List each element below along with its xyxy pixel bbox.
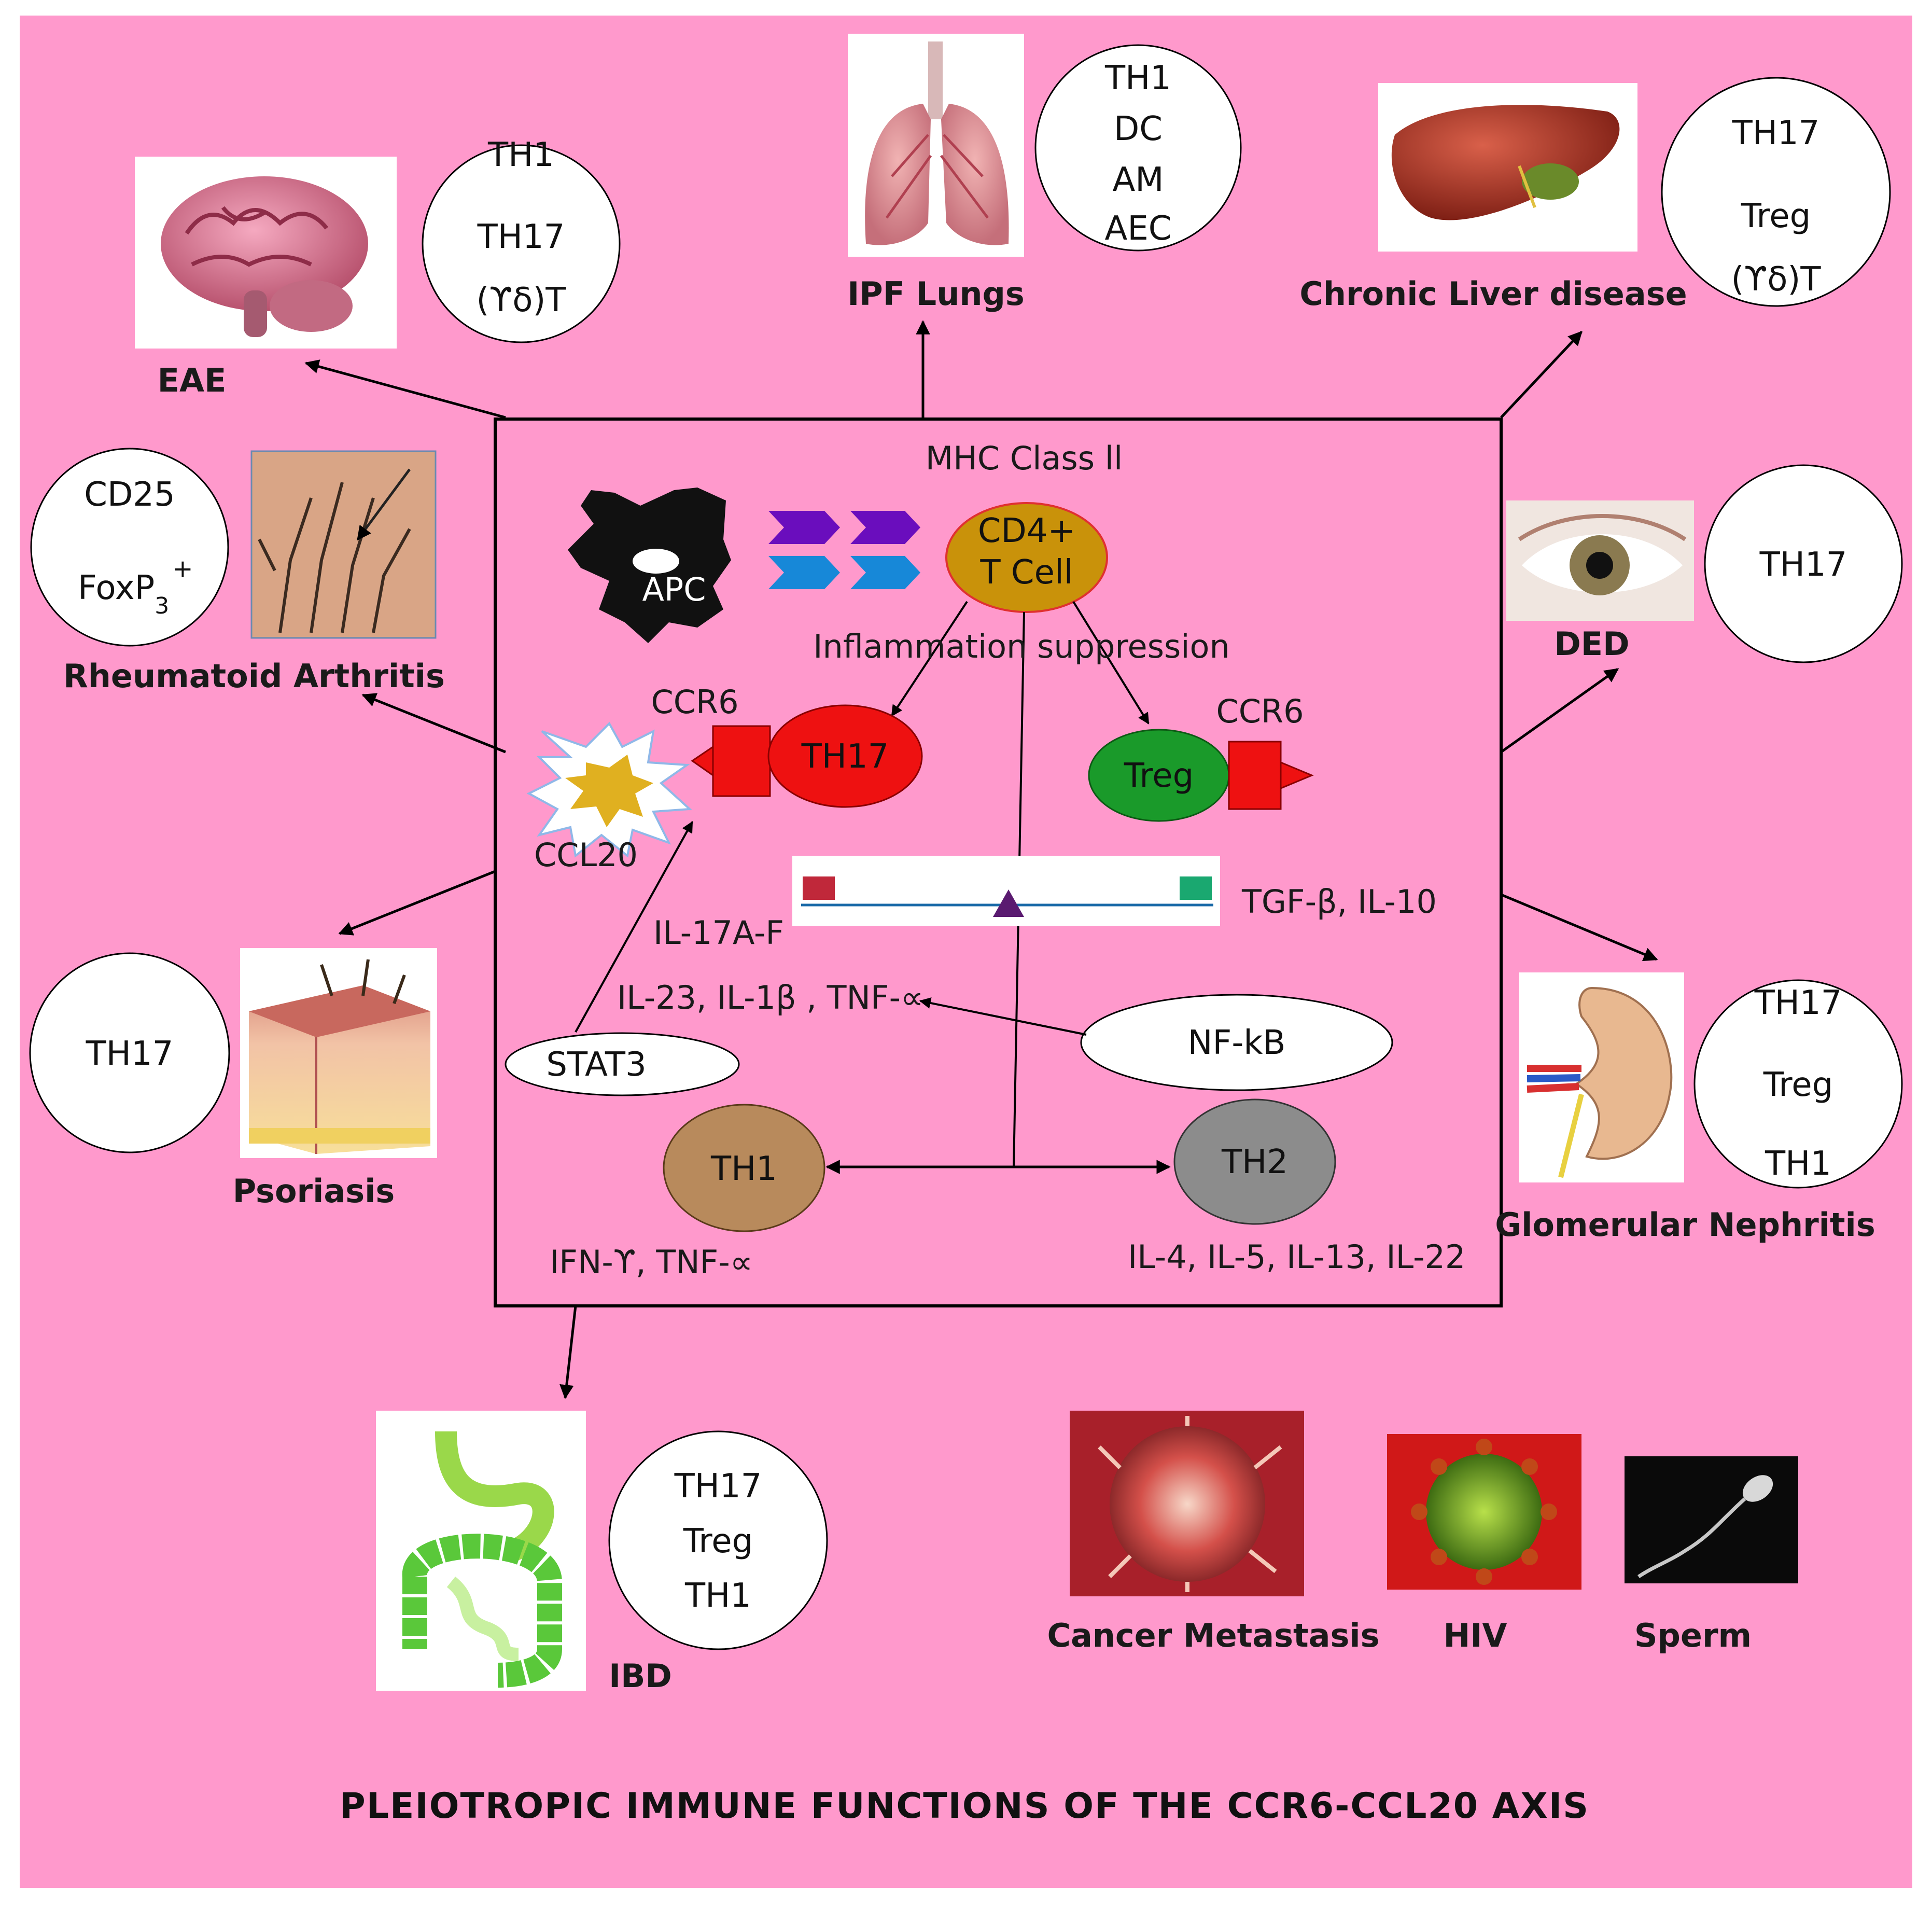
ipf-cell-3: AM [1113, 161, 1164, 199]
ra-foxp-sub: 3 [155, 593, 169, 619]
ipf-cell-circle [1034, 44, 1242, 252]
liver-cell-3: (ϒδ)T [1731, 260, 1822, 299]
ccr6-receptor-right [1228, 741, 1314, 810]
ibd-cell-3: TH1 [684, 1577, 751, 1615]
th1-cell [663, 1104, 825, 1232]
ccr6-right-label: CCR6 [1216, 692, 1304, 730]
figure-title: PLEIOTROPIC IMMUNE FUNCTIONS OF THE CCR6… [340, 1786, 1589, 1827]
ra-foxp: FoxP3+ [78, 554, 193, 619]
ibd-cell-circle [608, 1430, 828, 1650]
gn-cell-2: Treg [1763, 1066, 1833, 1104]
ccl20-starburst [526, 721, 692, 858]
hiv-label: HIV [1444, 1617, 1507, 1654]
arrow-stat3-to-th17 [575, 821, 693, 1033]
th17-cell [767, 704, 923, 808]
cd4-label-line2: T Cell [979, 553, 1073, 592]
gn-label: Glomerular Nephritis [1495, 1206, 1875, 1244]
psoriasis-cell-1: TH17 [86, 1035, 174, 1073]
il4-il22-label: IL-4, IL-5, IL-13, IL-22 [1128, 1238, 1465, 1276]
ded-cell-circle [1704, 464, 1903, 663]
arrow-to-gn [1501, 893, 1658, 962]
cancer-cell-illustration [1070, 1411, 1304, 1596]
sperm-illustration [1625, 1456, 1798, 1583]
liver-cell-circle [1661, 77, 1891, 307]
eae-cell-2: TH17 [477, 218, 565, 256]
ra-foxp-base: FoxP [78, 569, 155, 607]
arrow-to-ibd [559, 1305, 577, 1399]
kidney-illustration [1519, 972, 1684, 1182]
hiv-virus-illustration [1387, 1434, 1581, 1590]
cancer-label: Cancer Metastasis [1047, 1617, 1379, 1654]
signal-chevrons [768, 511, 920, 589]
liver-cell-1: TH17 [1732, 114, 1820, 152]
central-box [494, 417, 1503, 1307]
liver-illustration [1378, 83, 1637, 252]
eae-label: EAE [158, 361, 227, 399]
ra-foxp-sup: + [172, 554, 193, 583]
gn-cell-1: TH17 [1754, 984, 1842, 1022]
eae-cell-1: TH1 [487, 136, 554, 174]
arrow-to-liver [1500, 330, 1583, 419]
nfkb-ellipse [1080, 994, 1393, 1091]
ifn-tnf-label: IFN-ϒ, TNF-∝ [550, 1243, 753, 1281]
liver-cell-2: Treg [1741, 197, 1811, 235]
psoriasis-cell-circle [29, 952, 230, 1153]
balance-scale [792, 856, 1220, 926]
eye-illustration [1506, 500, 1694, 621]
arrow-cd4-to-th17 [891, 601, 968, 717]
ccr6-left-label: CCR6 [651, 683, 738, 721]
ipf-cell-4: AEC [1105, 210, 1172, 248]
stat3-label: STAT3 [546, 1046, 646, 1084]
stat3-ellipse [505, 1032, 740, 1096]
th17-label: TH17 [801, 737, 889, 776]
gn-cell-circle [1693, 979, 1903, 1189]
nfkb-label: NF-kB [1188, 1024, 1286, 1062]
gn-cell-3: TH1 [1765, 1145, 1831, 1183]
eae-cell-3: (ϒδ)T [477, 281, 567, 319]
ded-label: DED [1554, 625, 1629, 663]
apc-label: APC [642, 570, 706, 608]
brain-illustration [135, 157, 397, 349]
ra-cell-1: CD25 [84, 476, 175, 514]
ipf-cell-2: DC [1114, 110, 1163, 148]
arrow-to-eae [304, 359, 506, 419]
arrow-to-ded [1500, 667, 1619, 754]
ccl20-label: CCL20 [534, 836, 638, 874]
eae-cell-circle [422, 144, 621, 343]
arrow-to-psoriasis [338, 870, 496, 936]
lungs-illustration [848, 34, 1024, 257]
tgf-il10-label: TGF-β, IL-10 [1241, 883, 1437, 921]
apc-cell: APC [568, 488, 731, 643]
il23-label: IL-23, IL-1β , TNF-∝ [617, 979, 923, 1017]
arrow-nfkb-to-cytokines [919, 997, 1087, 1036]
ibd-label: IBD [609, 1657, 672, 1695]
ibd-cell-1: TH17 [674, 1467, 762, 1506]
ded-cell-1: TH17 [1759, 546, 1847, 584]
mhc-label: MHC Class ll [926, 439, 1123, 477]
treg-label: Treg [1124, 757, 1194, 795]
ra-label: Rheumatoid Arthritis [63, 657, 445, 695]
arrow-cd4-to-treg [1072, 601, 1150, 725]
ra-cell-circle [30, 448, 229, 647]
th2-label: TH2 [1221, 1143, 1288, 1181]
il17-label: IL-17A-F [653, 914, 784, 952]
cd4-label-line1: CD4+ [978, 512, 1075, 550]
ipf-cell-1: TH1 [1104, 59, 1171, 98]
th1-label: TH1 [710, 1150, 777, 1188]
sperm-label: Sperm [1634, 1617, 1752, 1654]
th2-cell [1173, 1098, 1336, 1225]
intestine-illustration [376, 1411, 586, 1691]
skin-illustration [240, 948, 437, 1158]
inflammation-suppression-label: Inflammation suppression [813, 628, 1230, 665]
hand-xray-illustration [250, 450, 437, 639]
ccr6-receptor-left [691, 725, 771, 797]
cd4-t-cell [945, 502, 1108, 613]
arrow-to-ra [361, 693, 506, 754]
liver-label: Chronic Liver disease [1299, 275, 1687, 313]
ibd-cell-2: Treg [683, 1522, 753, 1561]
psoriasis-label: Psoriasis [233, 1172, 395, 1210]
ipf-label: IPF Lungs [847, 275, 1025, 313]
